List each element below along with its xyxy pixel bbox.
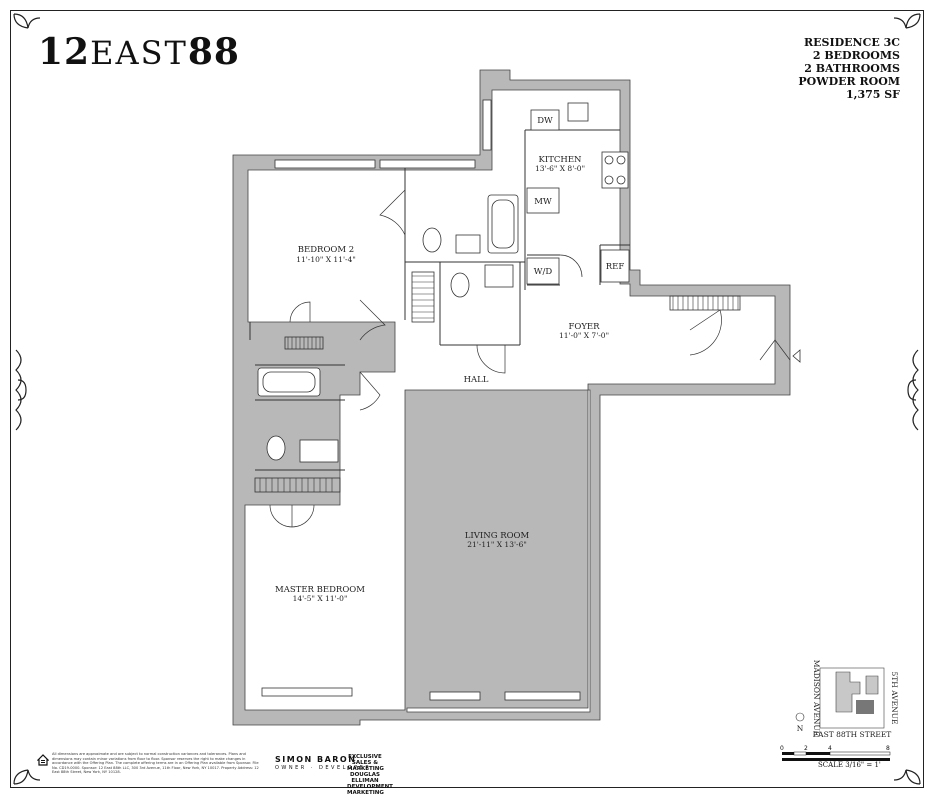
room-label-master: MASTER BEDROOM: [275, 585, 365, 595]
keyplan-madison: MADISON AVENUE: [812, 660, 821, 737]
powder-label: POWDER ROOM: [798, 75, 900, 88]
plumbing-fixtures: [257, 102, 589, 463]
room-label-kitchen: KITCHEN: [539, 155, 582, 165]
developer-name: SIMON BARON: [275, 755, 357, 764]
scale-bar: [782, 751, 891, 761]
scale-label: SCALE 3/16" = 1': [818, 761, 881, 769]
room-dims-kitchen: 13'-6" X 8'-0": [535, 164, 585, 173]
keyplan-north: N: [797, 724, 804, 733]
scale-tick-2: 2: [804, 745, 808, 752]
scale-tick-0: 0: [780, 745, 784, 752]
developer-role: OWNER · DEVELOPER: [275, 765, 372, 771]
room-label-foyer: FOYER: [568, 322, 600, 332]
north-arrow-icon: [795, 712, 805, 722]
unit-info: RESIDENCE 3C 2 BEDROOMS 2 BATHROOMS POWD…: [798, 36, 900, 101]
room-dims-living: 21'-11" X 13'-6": [467, 540, 527, 549]
legal-disclaimer: All dimensions are approximate and are s…: [52, 752, 259, 775]
area-label: 1,375 SF: [845, 88, 900, 101]
residence-label: RESIDENCE 3C: [804, 36, 900, 49]
bedrooms-label: 2 BEDROOMS: [812, 49, 900, 62]
door-swings: [269, 189, 791, 528]
keyplan-fifth: 5TH AVENUE: [890, 672, 899, 725]
room-dims-foyer: 11'-0" X 7'-0": [559, 331, 609, 340]
room-label-living: LIVING ROOM: [465, 531, 530, 541]
fixture-label-mw: MW: [534, 197, 552, 207]
brand-logo: 12EAST88: [38, 32, 240, 73]
logo-word: EAST: [90, 34, 188, 72]
page-border: [10, 10, 924, 788]
logo-number-right: 88: [187, 31, 240, 73]
equal-housing-icon: [37, 754, 49, 766]
bathrooms-label: 2 BATHROOMS: [804, 62, 900, 75]
key-plan: MADISON AVENUE 5TH AVENUE EAST 88TH STRE…: [795, 660, 899, 739]
fixture-label-wd: W/D: [534, 267, 553, 277]
fixture-label-dw: DW: [537, 116, 553, 126]
exterior-wall: [232, 69, 791, 726]
fixture-label-ref: REF: [606, 262, 625, 272]
keyplan-street: EAST 88TH STREET: [813, 730, 892, 739]
scale-tick-8: 8: [886, 745, 890, 752]
stove: [601, 151, 629, 189]
windows: [261, 99, 581, 701]
sales-agent-logo: EXCLUSIVE SALES & MARKETING DOUGLAS ELLI…: [347, 754, 393, 796]
room-label-hall: HALL: [464, 375, 489, 385]
logo-number-left: 12: [38, 31, 91, 73]
room-label-bedroom2: BEDROOM 2: [298, 245, 354, 255]
scale-tick-4: 4: [828, 745, 832, 752]
room-dims-bedroom2: 11'-10" X 11'-4": [296, 255, 356, 264]
room-dims-master: 14'-5" X 11'-0": [293, 594, 348, 603]
